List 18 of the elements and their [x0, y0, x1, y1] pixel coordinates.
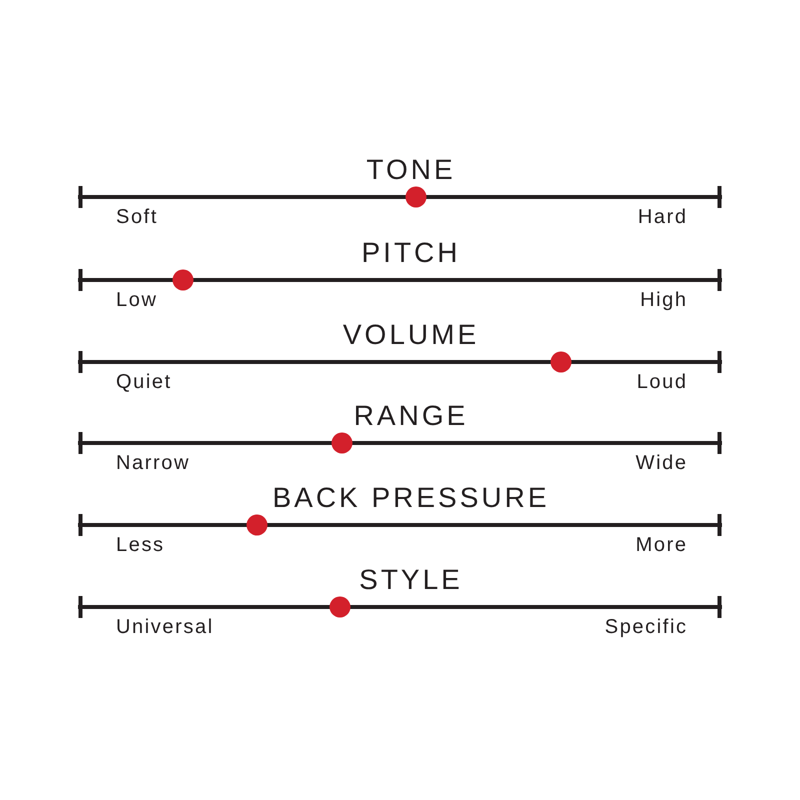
scale-end-label: Soft	[116, 206, 158, 228]
scale-title: PITCH	[362, 238, 460, 268]
scale-end-label: High	[640, 289, 688, 311]
scale-end-label: Universal	[116, 616, 214, 638]
scale-end-label: Narrow	[116, 452, 190, 474]
scale-title: STYLE	[359, 565, 463, 595]
scale-title: BACK PRESSURE	[272, 483, 550, 513]
scale-end-label: Specific	[604, 616, 688, 638]
scale-end-label: Low	[116, 289, 158, 311]
scale-end-label: Hard	[638, 206, 688, 228]
scale-end-label: Wide	[636, 452, 688, 474]
scale-title: VOLUME	[342, 320, 480, 350]
scale-end-label: Quiet	[116, 371, 172, 393]
scale-end-label: Loud	[636, 371, 688, 393]
scale-title: RANGE	[354, 401, 468, 431]
scale-end-label: More	[636, 534, 688, 556]
scale-end-label: Less	[116, 534, 165, 556]
scale-title: TONE	[366, 155, 456, 185]
